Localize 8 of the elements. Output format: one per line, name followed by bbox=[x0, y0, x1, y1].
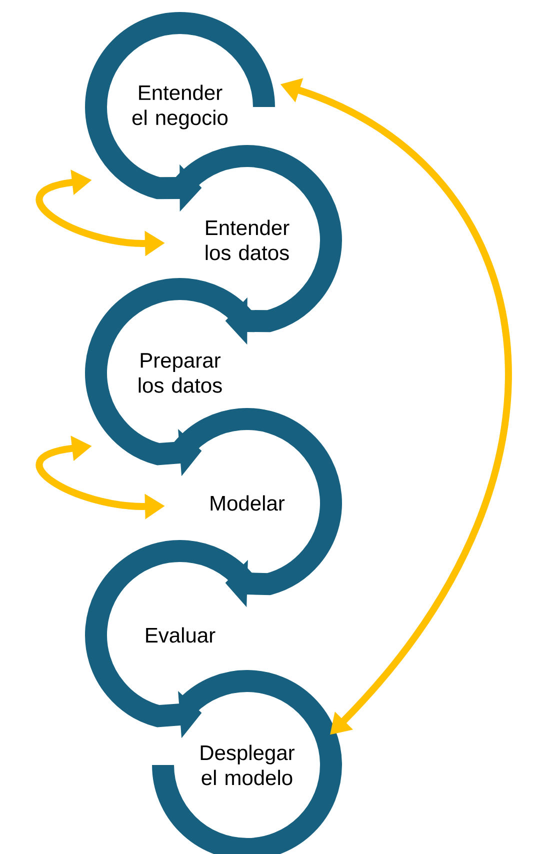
cycle-arrow bbox=[174, 408, 342, 608]
phase-label: Modelar bbox=[210, 495, 285, 511]
cycle-arrow bbox=[174, 145, 342, 345]
phase-label: Desplegar el modelo bbox=[200, 744, 294, 786]
phase-label: Preparar los datos bbox=[138, 353, 222, 393]
phase-label: Entender el negocio bbox=[132, 84, 228, 130]
phase-label: Evaluar bbox=[146, 627, 216, 643]
phase-label: Entender los datos bbox=[206, 220, 290, 260]
